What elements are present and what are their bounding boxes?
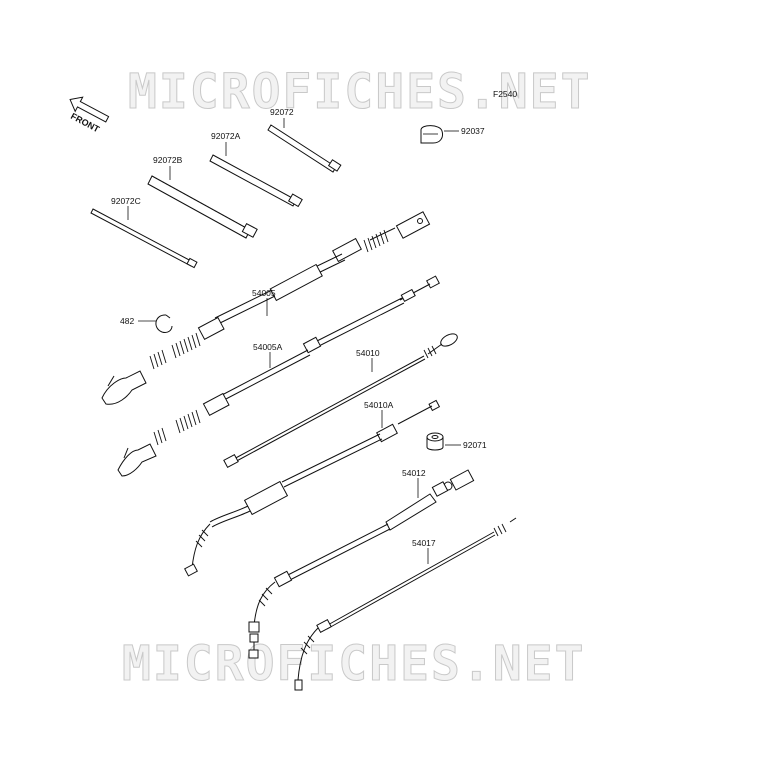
cable-tie-92072a [209,154,303,208]
label-54010a: 54010A [364,400,394,410]
clamp-92037 [420,125,443,144]
cable-54010a [184,399,441,577]
label-54010: 54010 [356,348,380,358]
cable-54010 [223,333,458,469]
label-92072a: 92072A [211,131,241,141]
cable-54005 [101,211,431,405]
diagram-code: F2540 [493,89,517,99]
cable-54005a [117,275,440,477]
clip-482 [155,314,173,333]
label-92072: 92072 [270,107,294,117]
label-54012: 54012 [402,468,426,478]
cable-tie-92072c [90,208,198,269]
cable-tie-92072 [267,124,342,173]
watermark-bottom: MICROFICHES.NET [122,636,585,692]
label-482: 482 [120,316,134,326]
label-92072b: 92072B [153,155,183,165]
label-54005: 54005 [252,288,276,298]
label-92037: 92037 [461,126,485,136]
front-arrow-icon [69,96,110,123]
cable-54012 [248,469,475,659]
cable-54017 [294,517,517,691]
cable-tie-92072b [147,175,258,239]
label-92072c: 92072C [111,196,141,206]
grommet-92071 [426,432,444,451]
label-92071: 92071 [463,440,487,450]
label-54017: 54017 [412,538,436,548]
label-54005a: 54005A [253,342,283,352]
watermark-top: MICROFICHES.NET [128,64,591,120]
